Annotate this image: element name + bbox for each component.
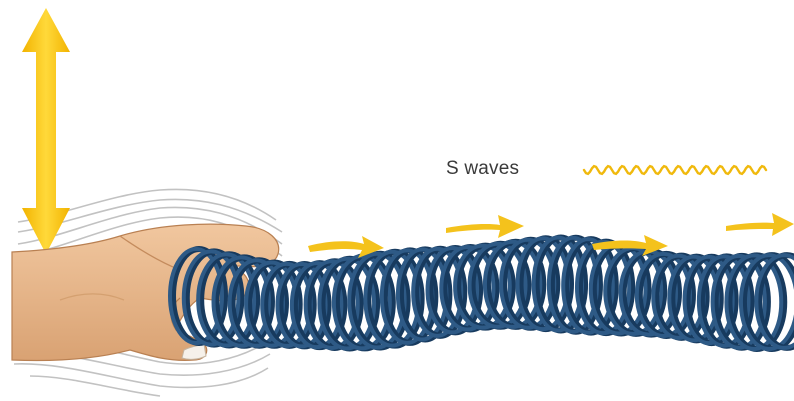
s-waves-label: S waves: [446, 158, 519, 180]
wave-arrow-icon: [446, 215, 524, 238]
wavy-line-icon: [584, 166, 766, 174]
double-headed-vertical-arrow-icon: [22, 8, 70, 254]
wave-arrow-icon: [726, 213, 794, 236]
